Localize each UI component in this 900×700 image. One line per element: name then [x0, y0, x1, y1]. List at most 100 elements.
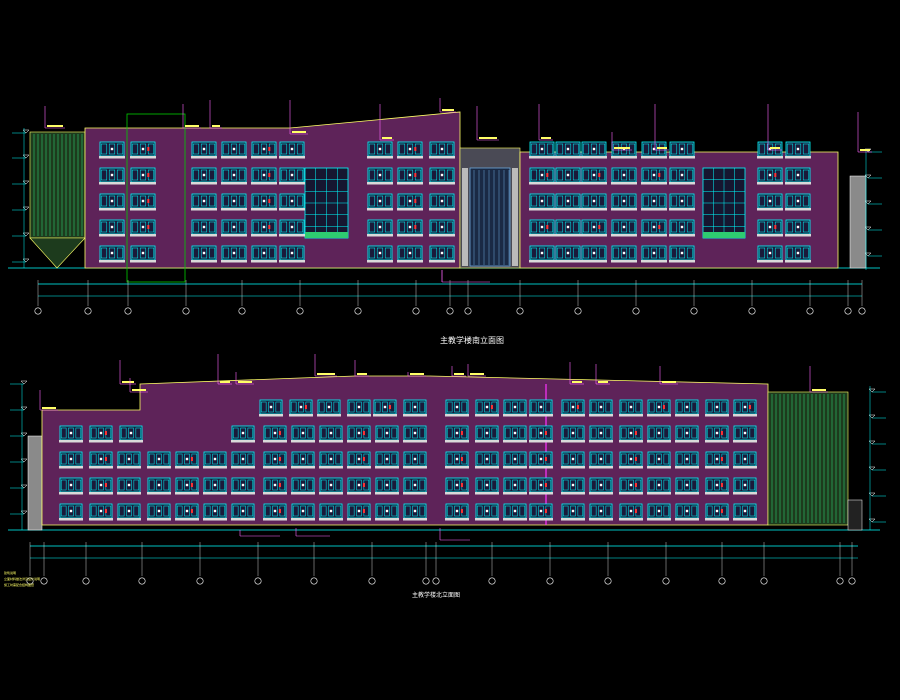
window — [375, 451, 399, 469]
window — [561, 451, 585, 469]
window — [733, 425, 757, 443]
side-block — [849, 175, 867, 269]
axis-bubble-icon — [690, 307, 698, 315]
window — [319, 425, 343, 443]
window — [147, 451, 171, 469]
window — [641, 245, 667, 263]
window — [589, 399, 613, 417]
window — [475, 425, 499, 443]
window — [231, 451, 255, 469]
leader-line-icon — [44, 106, 65, 129]
window — [375, 503, 399, 521]
window — [347, 477, 371, 495]
window — [581, 141, 607, 159]
window — [291, 503, 315, 521]
axis-bubble-icon — [488, 577, 496, 585]
axis-bubble-icon — [760, 577, 768, 585]
axis-bubble-icon — [632, 307, 640, 315]
elevation-marker-icon — [864, 200, 882, 205]
window — [581, 167, 607, 185]
window — [641, 141, 667, 159]
window — [675, 425, 699, 443]
window — [669, 167, 695, 185]
axis-bubble-icon — [196, 577, 204, 585]
window — [231, 425, 255, 443]
window — [89, 477, 113, 495]
axis-bubble-icon — [422, 577, 430, 585]
window — [397, 245, 423, 263]
window — [555, 193, 581, 211]
window — [785, 193, 811, 211]
window — [503, 451, 527, 469]
axis-bubble-icon — [836, 577, 844, 585]
window — [785, 245, 811, 263]
elevation-marker-icon — [12, 154, 30, 159]
window — [89, 425, 113, 443]
window — [191, 141, 217, 159]
window — [367, 245, 393, 263]
window — [529, 503, 553, 521]
window — [347, 451, 371, 469]
window — [641, 193, 667, 211]
window — [117, 477, 141, 495]
window — [705, 503, 729, 521]
window — [99, 167, 125, 185]
axis-bubble-icon — [254, 577, 262, 585]
window — [785, 219, 811, 237]
window — [403, 477, 427, 495]
elevation-marker-icon — [10, 380, 28, 385]
window — [669, 193, 695, 211]
window — [785, 141, 811, 159]
window — [445, 425, 469, 443]
window — [347, 425, 371, 443]
window — [263, 451, 287, 469]
window — [59, 425, 83, 443]
window — [529, 193, 555, 211]
window — [561, 399, 585, 417]
window — [89, 451, 113, 469]
axis-bubble-icon — [310, 577, 318, 585]
window — [99, 193, 125, 211]
elevation-marker-icon — [868, 492, 886, 497]
window — [130, 167, 156, 185]
elevation-marker-icon — [868, 414, 886, 419]
side-block — [847, 499, 863, 531]
window — [317, 399, 341, 417]
window — [675, 399, 699, 417]
window — [619, 451, 643, 469]
window — [529, 425, 553, 443]
window — [367, 141, 393, 159]
window — [445, 477, 469, 495]
elevation-marker-icon — [10, 432, 28, 437]
window — [130, 141, 156, 159]
window — [611, 245, 637, 263]
leader-line-icon — [569, 362, 584, 385]
axis-bubble-icon — [858, 307, 866, 315]
window — [291, 477, 315, 495]
window — [589, 451, 613, 469]
elevation-marker-icon — [868, 518, 886, 523]
leader-line-icon — [314, 354, 337, 377]
window — [319, 477, 343, 495]
window — [581, 245, 607, 263]
window — [757, 245, 783, 263]
leader-line-icon — [439, 98, 456, 113]
entrance-glass — [469, 167, 511, 267]
window — [263, 425, 287, 443]
window — [445, 399, 469, 417]
note-line: 建筑说明 — [4, 571, 17, 575]
window — [589, 503, 613, 521]
elevation-marker-icon — [864, 226, 882, 231]
axis-bubble-icon — [574, 307, 582, 315]
axis-bubble-icon — [84, 307, 92, 315]
axis-bubble-icon — [182, 307, 190, 315]
leader-line-icon — [611, 132, 632, 151]
window — [733, 399, 757, 417]
window — [319, 503, 343, 521]
window — [429, 167, 455, 185]
north-elevation-title: 主教学楼北立面图 — [412, 592, 461, 599]
axis-bubble-icon — [604, 577, 612, 585]
window — [251, 193, 277, 211]
window — [619, 425, 643, 443]
window — [529, 477, 553, 495]
